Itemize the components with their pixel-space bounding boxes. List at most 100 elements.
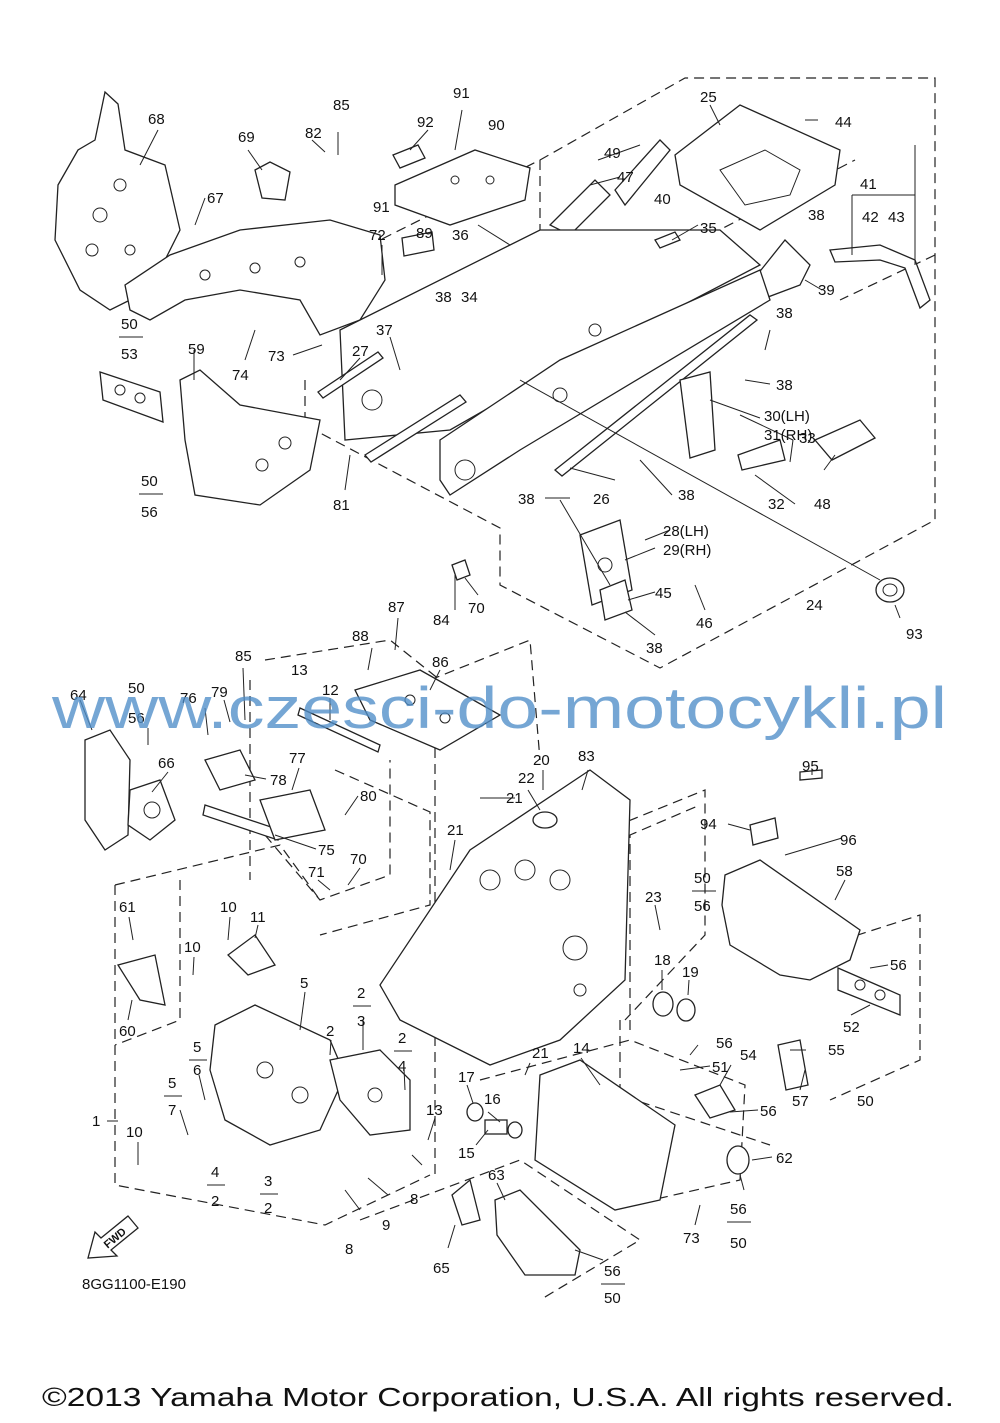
- watermark-text: www.czesci-do-motocykli.pl: [51, 676, 947, 741]
- steering-frame-part-67: [124, 219, 386, 336]
- callout-56: 56: [604, 1263, 621, 1280]
- callout-51: 51: [712, 1059, 729, 1076]
- callout-32: 32: [768, 496, 785, 513]
- callout-40: 40: [654, 191, 671, 208]
- callout-85: 85: [333, 97, 350, 114]
- callout-21: 21: [532, 1045, 549, 1062]
- callout-31: 31(RH): [764, 427, 812, 444]
- callout-75: 75: [318, 842, 335, 859]
- callout-70: 70: [468, 600, 485, 617]
- callout-2: 2: [398, 1030, 406, 1047]
- tube-part-41: [829, 244, 931, 310]
- callout-66: 66: [158, 755, 175, 772]
- callout-80: 80: [360, 788, 377, 805]
- callout-90: 90: [488, 117, 505, 134]
- bracket-part-69: [254, 161, 291, 201]
- callout-3: 3: [264, 1173, 272, 1190]
- callout-56: 56: [730, 1201, 747, 1218]
- callout-38: 38: [518, 491, 535, 508]
- copyright-text: ©2013 Yamaha Motor Corporation, U.S.A. A…: [42, 1382, 954, 1412]
- callout-78: 78: [270, 772, 287, 789]
- callout-5: 5: [193, 1039, 201, 1056]
- callout-93: 93: [906, 626, 923, 643]
- callout-2: 2: [264, 1200, 272, 1217]
- callout-74: 74: [232, 367, 249, 384]
- callout-41: 41: [860, 176, 877, 193]
- cover-part-65: [451, 1178, 481, 1226]
- callout-labels: 68 69 82 85 92 91 90 25 44 49 47 40 41 4…: [70, 85, 923, 1307]
- plate-part-33: [737, 439, 786, 471]
- callout-95: 95: [802, 758, 819, 775]
- front-frame-part-68: [54, 90, 181, 311]
- leader-lines: [79, 104, 916, 1261]
- callout-5: 5: [300, 975, 308, 992]
- callout-53: 53: [121, 346, 138, 363]
- callout-34: 34: [461, 289, 478, 306]
- callout-2: 2: [211, 1193, 219, 1210]
- pad-part-95: [799, 769, 823, 781]
- callout-68: 68: [148, 111, 165, 128]
- callout-85: 85: [235, 648, 252, 665]
- callout-5: 5: [168, 1075, 176, 1092]
- strip-part-27: [317, 351, 384, 399]
- plate-part-86: [354, 669, 502, 751]
- callout-47: 47: [617, 169, 634, 186]
- callout-25: 25: [700, 89, 717, 106]
- lower-assembly-outlines: [114, 639, 921, 1301]
- lower-assembly-parts: [84, 669, 901, 1276]
- callout-19: 19: [682, 964, 699, 981]
- callout-72: 72: [369, 227, 386, 244]
- callout-49: 49: [604, 145, 621, 162]
- callout-69: 69: [238, 129, 255, 146]
- callout-61: 61: [119, 899, 136, 916]
- callout-48: 48: [814, 496, 831, 513]
- callout-82: 82: [305, 125, 322, 142]
- callout-56: 56: [716, 1035, 733, 1052]
- callout-4: 4: [211, 1164, 219, 1181]
- callout-56: 56: [694, 898, 711, 915]
- callout-67: 67: [207, 190, 224, 207]
- callout-54: 54: [740, 1047, 757, 1064]
- bracket-part-58: [721, 859, 861, 981]
- plate-part-92: [392, 144, 426, 169]
- upper-assembly-parts: [54, 90, 931, 621]
- callout-29: 29(RH): [663, 542, 711, 559]
- bracket-part-60: [116, 954, 166, 1006]
- callout-64: 64: [70, 687, 87, 704]
- callout-50: 50: [730, 1235, 747, 1252]
- callout-24: 24: [806, 597, 823, 614]
- callout-76: 76: [180, 690, 197, 707]
- callout-38: 38: [678, 487, 695, 504]
- callout-26: 26: [593, 491, 610, 508]
- callout-86: 86: [432, 654, 449, 671]
- callout-62: 62: [776, 1150, 793, 1167]
- callout-50: 50: [694, 870, 711, 887]
- shield-part-63: [494, 1189, 581, 1276]
- callout-35: 35: [700, 220, 717, 237]
- callout-57: 57: [792, 1093, 809, 1110]
- callout-87: 87: [388, 599, 405, 616]
- callout-44: 44: [835, 114, 852, 131]
- bearing-part-18: [652, 991, 674, 1017]
- callout-56: 56: [760, 1103, 777, 1120]
- plate-part-45: [599, 579, 633, 621]
- callout-73: 73: [683, 1230, 700, 1247]
- callout-27: 27: [352, 343, 369, 360]
- callout-38: 38: [776, 377, 793, 394]
- callout-96: 96: [840, 832, 857, 849]
- diagram-code: 8GG1100-E190: [82, 1276, 186, 1293]
- callout-21: 21: [506, 790, 523, 807]
- callout-50: 50: [857, 1093, 874, 1110]
- seal-part-19: [676, 998, 696, 1022]
- callout-88: 88: [352, 628, 369, 645]
- callout-30: 30(LH): [764, 408, 810, 425]
- gusset-part-40: [614, 139, 671, 207]
- callout-38: 38: [435, 289, 452, 306]
- callout-10: 10: [184, 939, 201, 956]
- collar-part-16: [507, 1121, 523, 1139]
- callout-94: 94: [700, 816, 717, 833]
- pad-part-94: [749, 817, 779, 846]
- callout-20: 20: [533, 752, 550, 769]
- callout-3: 3: [357, 1013, 365, 1030]
